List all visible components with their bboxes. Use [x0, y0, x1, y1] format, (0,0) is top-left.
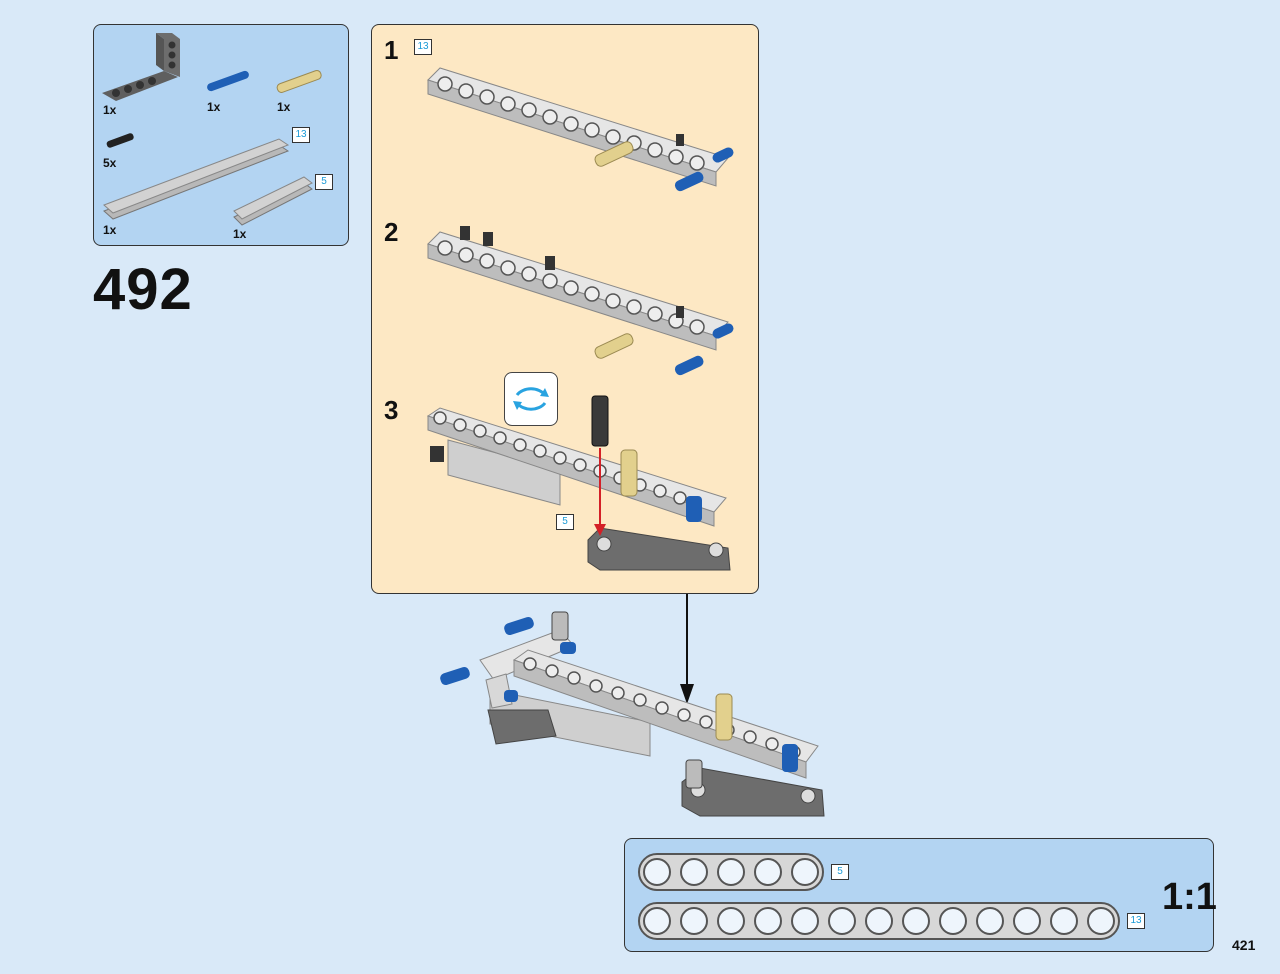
gray-beam-5-part	[233, 176, 313, 226]
beam-length-label: 5	[556, 514, 574, 530]
parts-list-panel: 1x 1x 1x 5x 1x 1x 13 5	[93, 24, 349, 246]
substep-number: 2	[384, 217, 399, 247]
gray-beam-13-part	[103, 138, 290, 220]
beam-length-label: 13	[414, 39, 432, 55]
part-qty: 5x	[103, 156, 117, 170]
blue-axle-pin-part	[207, 70, 249, 92]
black-friction-pin-part	[106, 133, 134, 148]
substep-2-model	[427, 226, 734, 376]
substep-3-model	[426, 395, 731, 571]
beam-length-label: 5	[315, 174, 333, 190]
substep-number: 3	[384, 395, 399, 425]
substep-1-model	[427, 67, 734, 192]
beam-length-label: 13	[292, 127, 310, 143]
scale-beam-5	[638, 853, 824, 891]
part-qty: 1x	[207, 100, 221, 114]
scale-ratio: 1:1	[1162, 876, 1217, 918]
scale-beam-13	[638, 902, 1120, 940]
gray-l-beam-part	[102, 33, 180, 101]
scale-beams	[638, 853, 1120, 940]
beam-length-label: 5	[831, 864, 849, 880]
placement-arrowhead	[680, 684, 694, 704]
part-qty: 1x	[103, 103, 117, 117]
part-qty: 1x	[277, 100, 291, 114]
tan-axle-pin-part	[276, 70, 322, 93]
rotate-model-icon	[504, 372, 558, 426]
page-number: 421	[1232, 937, 1256, 953]
part-qty: 1x	[233, 227, 247, 241]
parts-illustration	[102, 33, 322, 226]
assembled-model	[440, 611, 825, 817]
scale-guide-panel: 5 13	[624, 838, 1214, 952]
step-number: 492	[93, 257, 193, 322]
substep-number: 1	[384, 35, 399, 65]
beam-length-label: 13	[1127, 913, 1145, 929]
part-qty: 1x	[103, 223, 117, 237]
